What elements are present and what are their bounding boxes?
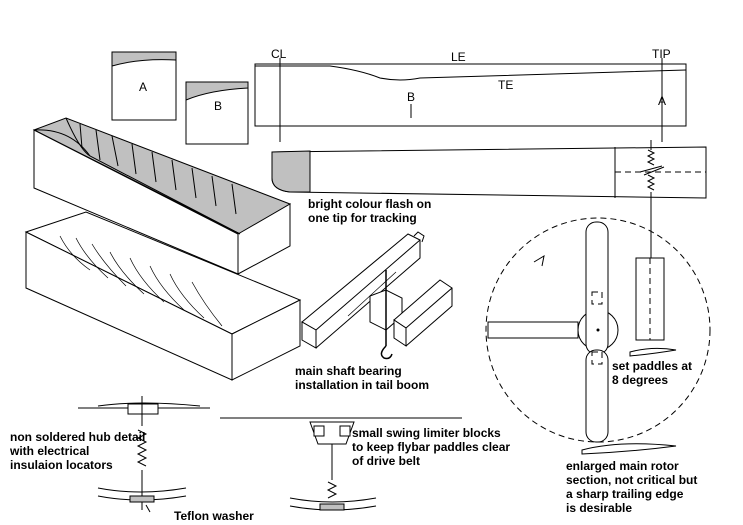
rotor-disc: set paddles at 8 degrees xyxy=(485,217,711,443)
section-a-profile: A xyxy=(111,51,177,121)
teflon-note: Teflon washer xyxy=(174,509,254,523)
blade-side-view: bright colour flash on one tip for track… xyxy=(271,140,707,262)
rotor-section-profile: enlarged main rotor section, not critica… xyxy=(566,443,697,515)
tip-label: TIP xyxy=(652,47,671,61)
hub-detail: non soldered hub detail with electrical … xyxy=(9,396,254,523)
limiter-note-line-1: small swing limiter blocks xyxy=(352,426,501,440)
colour-flash-note-line-1: bright colour flash on xyxy=(308,197,431,211)
le-label: LE xyxy=(451,50,466,64)
section-b-label: B xyxy=(214,99,222,113)
carved-blade-shaded xyxy=(32,117,292,275)
carved-blade-outline xyxy=(24,211,302,381)
hub-note-line-2: with electrical xyxy=(9,444,89,458)
blade-plan-view: CL LE TE TIP B A xyxy=(254,47,687,142)
section-note-line-2: section, not critical but xyxy=(566,473,697,487)
limiter-note-line-2: to keep flybar paddles clear xyxy=(352,440,510,454)
section-note-line-4: is desirable xyxy=(566,501,632,515)
paddle-note-line-2: 8 degrees xyxy=(612,373,668,387)
station-a-label: A xyxy=(658,94,666,108)
limiter-note-line-3: of drive belt xyxy=(352,454,420,468)
hub-note-line-3: insulaion locators xyxy=(10,458,113,472)
tail-boom-bearing: main shaft bearing installation in tail … xyxy=(295,231,453,392)
section-note-line-1: enlarged main rotor xyxy=(566,459,679,473)
hub-note-line-1: non soldered hub detail xyxy=(10,430,145,444)
station-b-label: B xyxy=(407,90,415,104)
cl-label: CL xyxy=(271,47,287,61)
section-note-line-3: a sharp trailing edge xyxy=(566,487,684,501)
bearing-note-line-2: installation in tail boom xyxy=(295,378,429,392)
bearing-note-line-1: main shaft bearing xyxy=(295,364,402,378)
section-a-label: A xyxy=(139,80,147,94)
swing-limiter-detail: small swing limiter blocks to keep flyba… xyxy=(220,417,510,511)
section-b-profile: B xyxy=(185,81,249,145)
te-label: TE xyxy=(498,78,513,92)
colour-flash-note-line-2: one tip for tracking xyxy=(308,211,417,225)
paddle-note-line-1: set paddles at xyxy=(612,359,692,373)
